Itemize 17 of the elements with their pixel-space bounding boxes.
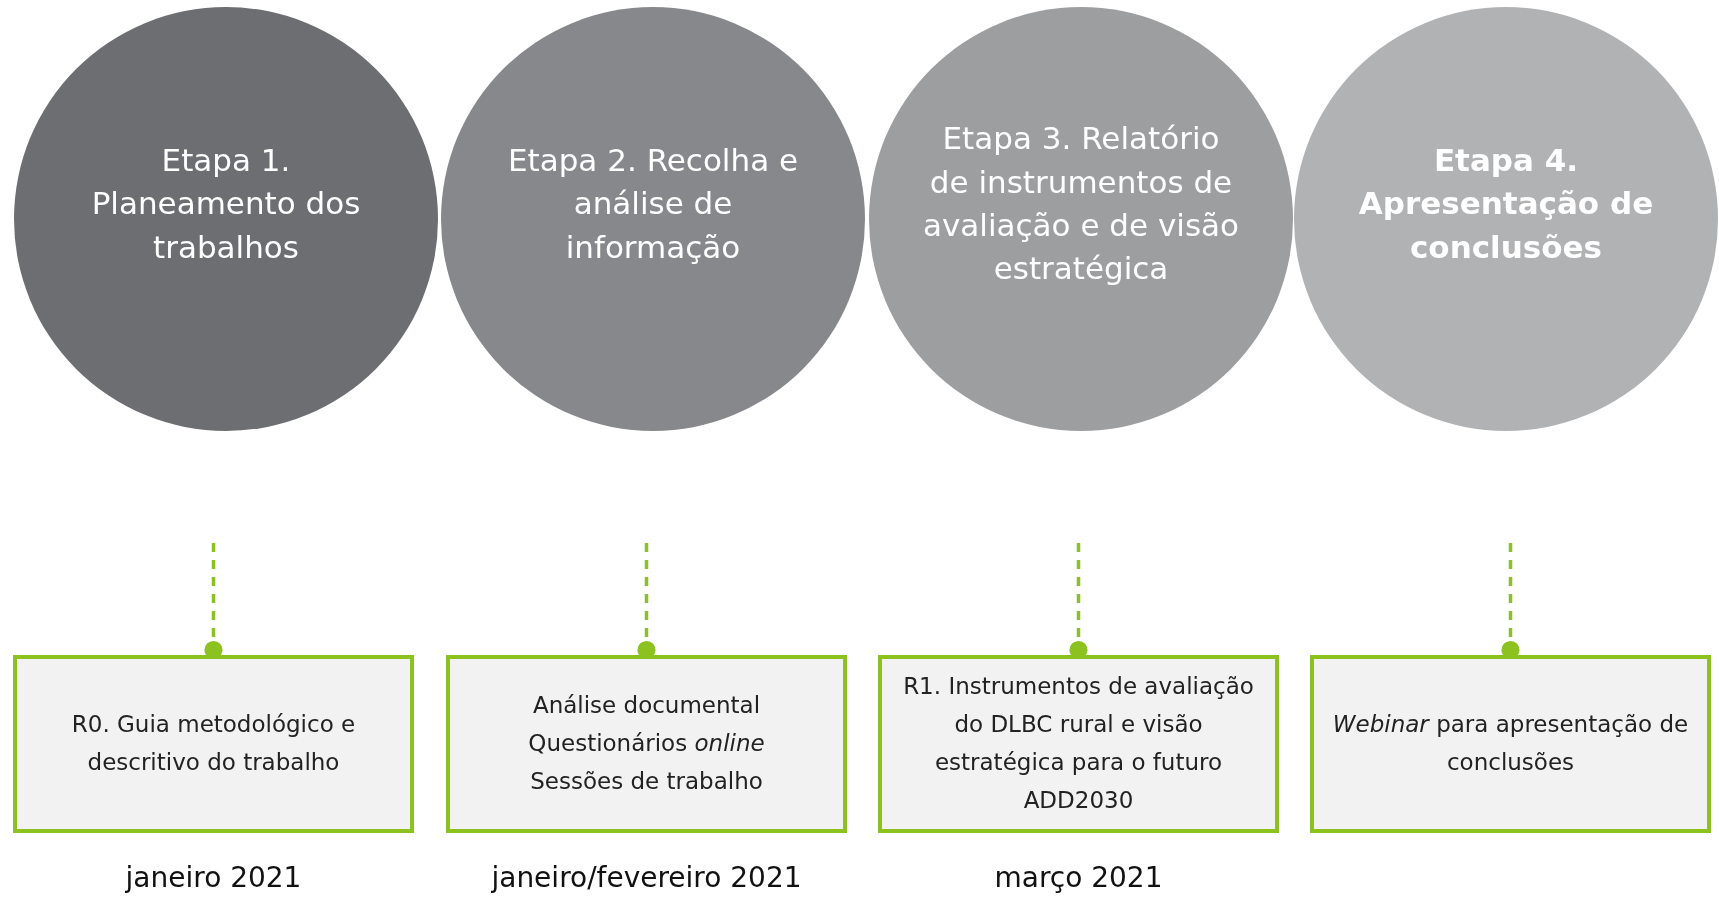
deliverable-text: Webinar para apresentação de conclusões [1331, 710, 1690, 777]
date-label: janeiro/fevereiro 2021 [490, 861, 803, 894]
deliverable-text: Questionários online [528, 729, 765, 759]
deliverable-text: Sessões de trabalho [530, 766, 763, 796]
deliverable-text: Análise documental [532, 691, 761, 721]
deliverable-box [1310, 655, 1711, 833]
stage-title: Etapa 2. Recolha e análise de informação [506, 140, 800, 267]
deliverable-text: R0. Guia metodológico e descritivo do trabalho [70, 710, 357, 777]
deliverable-box [878, 655, 1279, 833]
date-label: janeiro 2021 [124, 861, 303, 894]
stage-title: Etapa 3. Relatório de instrumentos de avaliação e de visão estratégica [922, 119, 1240, 289]
date-label: março 2021 [993, 861, 1164, 894]
stage-title: Etapa 4. Apresentação de conclusões [1357, 140, 1655, 267]
stage-title: Etapa 1. Planeamento dos trabalhos [90, 140, 362, 267]
deliverable-box [446, 655, 847, 833]
deliverable-box [13, 655, 414, 833]
deliverable-text: R1. Instrumentos de avaliação do DLBC rural e visão estratégica para o futuro ADD2030 [902, 672, 1255, 815]
